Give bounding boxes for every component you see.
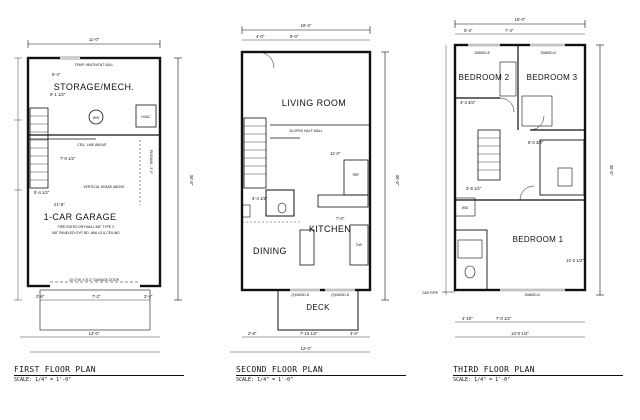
second-dim-6: 12'-0" bbox=[301, 346, 312, 351]
first-overall-depth: 36'-0" bbox=[189, 175, 194, 186]
first-dim-7: 2'-6" bbox=[36, 294, 45, 299]
note-gas-pipe: GAS PIPE bbox=[422, 291, 439, 295]
first-dim-2: 8'-1 1/2" bbox=[50, 92, 66, 97]
note-sloped-half-wall: SLOPED HALF WALL bbox=[289, 129, 323, 133]
room-living-room: LIVING ROOM bbox=[282, 98, 346, 108]
note-paneled-gyp: 5/8" PANELED GYP. BD. WALLS & CEILING bbox=[52, 231, 120, 235]
second-dim-2: 9'-0" bbox=[290, 34, 299, 39]
second-dim-8: 7'-10 1/2" bbox=[300, 331, 318, 336]
first-dim-4: 5'-4 1/2" bbox=[34, 190, 50, 195]
third-dim-1: 5'-4" bbox=[464, 28, 473, 33]
second-floor-scale: SCALE: 1/4" = 1'-0" bbox=[236, 377, 294, 383]
third-dim-3: 4'-4 3/4" bbox=[460, 100, 476, 105]
second-floor-plan bbox=[230, 26, 389, 353]
third-overall-width: 16'-0" bbox=[515, 17, 526, 22]
second-overall-width: 16'-0" bbox=[301, 23, 312, 28]
third-floor-scale: SCALE: 1/4" = 1'-0" bbox=[453, 377, 511, 383]
note-fire-rated-drywall: FIRE RATED DRYWALL 5/8" TYPE X bbox=[58, 225, 115, 229]
fixture-hvac: HVAC bbox=[141, 115, 151, 119]
first-dim-6: 12'-0" bbox=[89, 331, 100, 336]
third-dim-6: 14'-2 1/2" bbox=[566, 258, 584, 263]
room-kitchen: KITCHEN bbox=[309, 224, 351, 234]
third-floor-title-rule bbox=[453, 375, 623, 376]
third-floor-plan bbox=[442, 20, 604, 338]
room-bedroom-1: BEDROOM 1 bbox=[513, 235, 564, 244]
second-dim-5: 7'-0" bbox=[336, 216, 345, 221]
second-dim-9: 4'-0" bbox=[350, 331, 359, 336]
third-dim-2: 7'-4" bbox=[505, 28, 514, 33]
first-dim-5: 21'-6" bbox=[54, 202, 65, 207]
first-overall-width: 11'-0" bbox=[89, 37, 100, 42]
note-plenum: PLENUM - 3'-0" bbox=[149, 150, 153, 175]
third-overall-depth: 36'-0" bbox=[609, 165, 614, 176]
second-floor-title-rule bbox=[236, 375, 406, 376]
note-slider-left: (2)040SD.8 bbox=[291, 293, 308, 297]
note-garage-door: 10'-0"W. X 8'-0" GARAGE DOOR bbox=[69, 278, 120, 282]
third-dim-4: 5'-0 3/4" bbox=[528, 140, 544, 145]
fixture-dishwasher: DW bbox=[356, 243, 362, 247]
first-floor-title-rule bbox=[14, 375, 184, 376]
room-garage: 1-CAR GARAGE bbox=[44, 212, 117, 222]
room-bedroom-2: BEDROOM 2 bbox=[459, 73, 510, 82]
room-deck: DECK bbox=[306, 303, 330, 312]
room-storage-mech: STORAGE/MECH. bbox=[54, 82, 135, 92]
third-dim-9: 4'-10" bbox=[462, 316, 473, 321]
third-dim-7: 7'-0 1/2" bbox=[496, 316, 512, 321]
second-dim-7: 2'-6" bbox=[248, 331, 257, 336]
third-dim-8: 14'-0 1/2" bbox=[511, 331, 529, 336]
second-dim-3: 3'-4 1/2" bbox=[252, 196, 268, 201]
second-dim-4: 11'-0" bbox=[330, 151, 341, 156]
first-dim-1: 5'-4" bbox=[52, 72, 61, 77]
first-floor-title: FIRST FLOOR PLAN bbox=[14, 365, 96, 374]
fixture-refrigerator: REF bbox=[353, 173, 360, 177]
note-window-bed3: 2068SD.8 bbox=[540, 51, 555, 55]
third-floor-title: THIRD FLOOR PLAN bbox=[453, 365, 535, 374]
first-dim-9: 7'-2" bbox=[92, 294, 101, 299]
room-dining: DINING bbox=[253, 246, 287, 256]
note-ceiling-line: CEIL. LINE ABOVE bbox=[77, 143, 107, 147]
fixture-water-heater: W/H bbox=[93, 116, 100, 120]
note-temp-heat: TEMP. HEAT/VENT SALL bbox=[75, 63, 114, 67]
fixture-washer-dryer: W/D bbox=[462, 206, 469, 210]
room-bedroom-3: BEDROOM 3 bbox=[527, 73, 578, 82]
third-dim-5: 3'-8 1/2" bbox=[466, 186, 482, 191]
second-dim-1: 4'-0" bbox=[256, 34, 265, 39]
note-window-bed1: 2068SD.8 bbox=[524, 293, 539, 297]
second-floor-title: SECOND FLOOR PLAN bbox=[236, 365, 323, 374]
note-window-bed2: 2068SD.8 bbox=[474, 51, 489, 55]
first-floor-plan bbox=[14, 40, 182, 353]
first-floor-scale: SCALE: 1/4" = 1'-0" bbox=[14, 377, 72, 383]
first-dim-3: 7'-0 1/2" bbox=[60, 156, 76, 161]
note-vertical-shake: VERTICAL SHAKE ABOVE bbox=[83, 185, 125, 189]
second-overall-depth: 36'-0" bbox=[395, 175, 400, 186]
note-slider-right: (2)040SD.8 bbox=[331, 293, 348, 297]
first-dim-8: 3'-4" bbox=[144, 294, 153, 299]
